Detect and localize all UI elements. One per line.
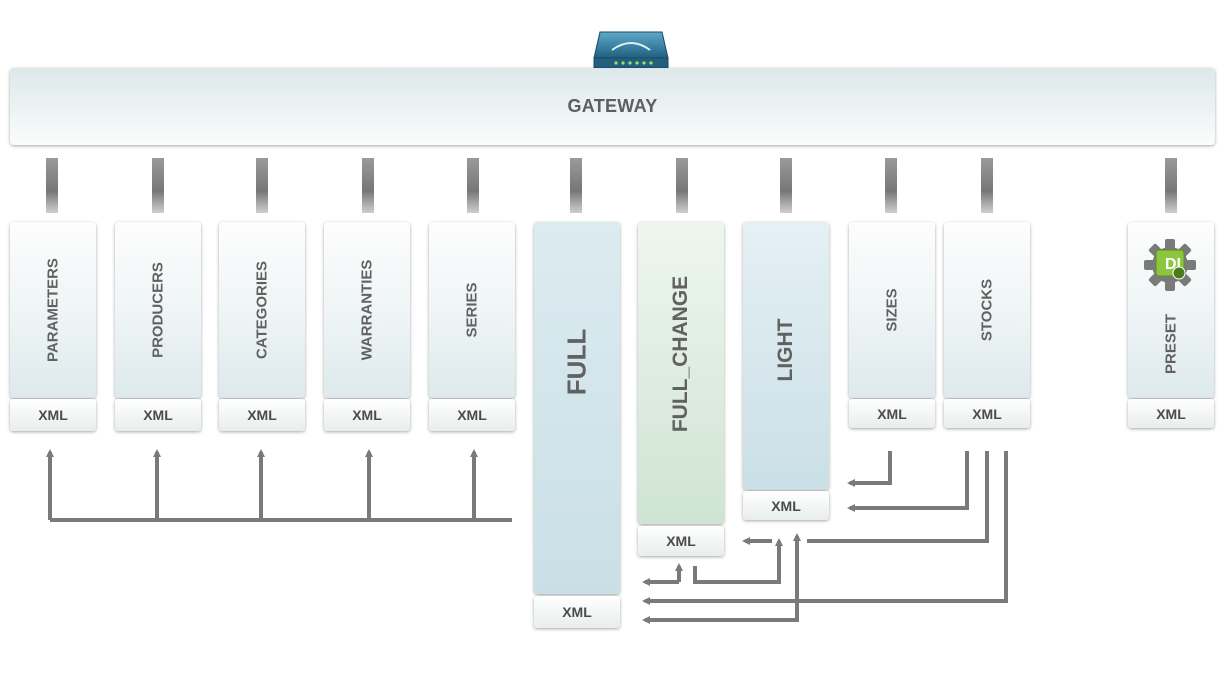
full-change-box: FULL_CHANGE xyxy=(638,222,724,524)
connector xyxy=(885,158,897,213)
gear-icon: DI xyxy=(1144,239,1196,291)
arrow-line xyxy=(693,538,783,584)
xml-badge: XML xyxy=(944,399,1030,428)
arrow-line xyxy=(847,451,969,512)
parameters-box: PARAMETERS xyxy=(10,222,96,398)
stocks-box: STOCKS xyxy=(944,222,1030,398)
connector xyxy=(780,158,792,213)
gateway-label: GATEWAY xyxy=(567,96,658,116)
xml-badge: XML xyxy=(638,526,724,556)
connector xyxy=(362,158,374,213)
series-box: SERIES xyxy=(429,222,515,398)
producers-box: PRODUCERS xyxy=(115,222,201,398)
connector xyxy=(256,158,268,213)
xml-badge: XML xyxy=(534,596,620,628)
connector xyxy=(981,158,993,213)
arrow-line xyxy=(642,451,1008,605)
categories-box: CATEGORIES xyxy=(219,222,305,398)
warranties-box: WARRANTIES xyxy=(324,222,410,398)
xml-badge: XML xyxy=(1128,399,1214,428)
connector xyxy=(46,158,58,213)
full-box: FULL xyxy=(534,222,620,594)
connector xyxy=(467,158,479,213)
xml-badge: XML xyxy=(324,399,410,431)
arrow-line xyxy=(807,451,989,543)
xml-badge: XML xyxy=(849,399,935,428)
xml-badge: XML xyxy=(743,491,829,520)
arrow-line xyxy=(847,451,892,487)
xml-badge: XML xyxy=(429,399,515,431)
connector xyxy=(570,158,582,213)
connector xyxy=(152,158,164,213)
light-box: LIGHT xyxy=(743,222,829,490)
connector xyxy=(1165,158,1177,213)
connector xyxy=(676,158,688,213)
sizes-box: SIZES xyxy=(849,222,935,398)
xml-badge: XML xyxy=(219,399,305,431)
gateway-bar: GATEWAY xyxy=(10,68,1215,145)
xml-badge: XML xyxy=(115,399,201,431)
xml-badge: XML xyxy=(10,399,96,431)
